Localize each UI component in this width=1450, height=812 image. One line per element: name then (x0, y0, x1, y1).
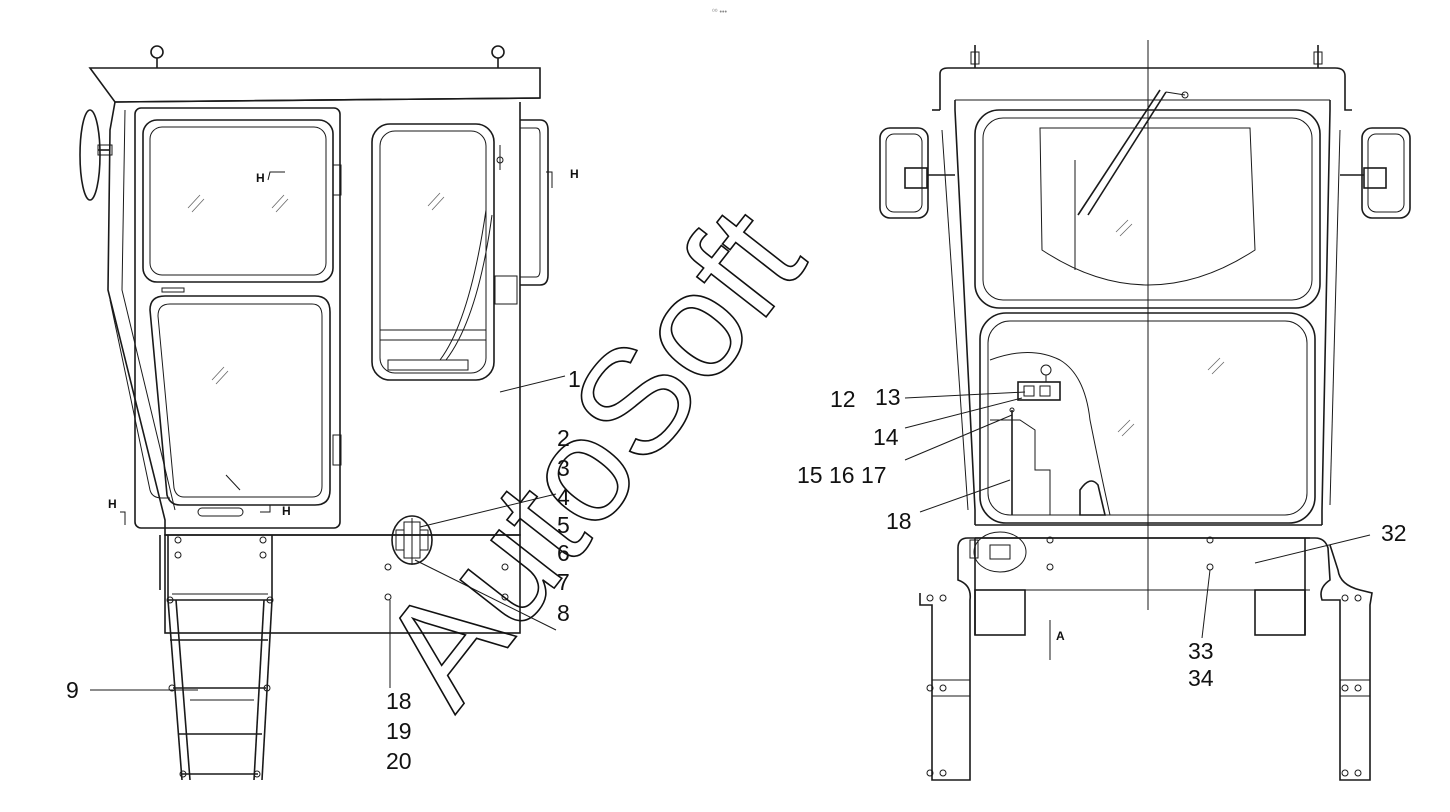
callout-3: 3 (557, 455, 570, 481)
callout-18-right: 18 (886, 508, 912, 534)
lower-door-window (149, 295, 331, 506)
watermark: AutoSoft (348, 178, 835, 735)
top-marker: ⁰⁰ ••• (712, 8, 727, 16)
section-mark-a: A (1056, 629, 1065, 643)
lifting-eye-right (491, 45, 505, 59)
mirror-left (79, 109, 101, 201)
base-legs (919, 537, 1373, 781)
callout-32: 32 (1381, 520, 1407, 546)
door-frame (134, 107, 341, 529)
callout-8: 8 (557, 600, 570, 626)
callout-14: 14 (873, 424, 899, 450)
mirror-rear-left (879, 127, 929, 219)
roof-panel (88, 67, 541, 103)
callout-1: 1 (568, 366, 581, 392)
lifting-eye-left (150, 45, 164, 59)
callout-6: 6 (557, 540, 570, 566)
callout-13: 13 (875, 384, 901, 410)
side-window (371, 123, 495, 381)
lower-rear-window (979, 312, 1316, 524)
callout-12: 12 (830, 386, 856, 412)
mirror-rear-right (1361, 127, 1411, 219)
upper-door-window (142, 119, 334, 283)
callout-19: 19 (386, 718, 412, 744)
callout-33: 33 (1188, 638, 1214, 664)
section-mark-h1: H (256, 171, 265, 185)
callout-2: 2 (557, 425, 570, 451)
side-view: H H H H 1 2 3 4 5 6 7 8 9 18 19 20 (66, 45, 581, 781)
callout-34: 34 (1188, 665, 1214, 691)
callout-15-16-17: 15 16 17 (797, 462, 887, 488)
callout-7: 7 (557, 569, 570, 595)
callout-18-left: 18 (386, 688, 412, 714)
callout-9: 9 (66, 677, 79, 703)
rear-view: A 12 13 14 15 16 17 18 32 33 34 (797, 40, 1411, 781)
section-mark-h4: H (282, 504, 291, 518)
callout-5: 5 (557, 512, 570, 538)
callout-20: 20 (386, 748, 412, 774)
section-mark-h2: H (570, 167, 579, 181)
base-frame (164, 534, 521, 634)
section-mark-h3: H (108, 497, 117, 511)
ladder (159, 535, 274, 781)
mount-bracket (1017, 381, 1061, 401)
callout-4: 4 (557, 484, 570, 510)
